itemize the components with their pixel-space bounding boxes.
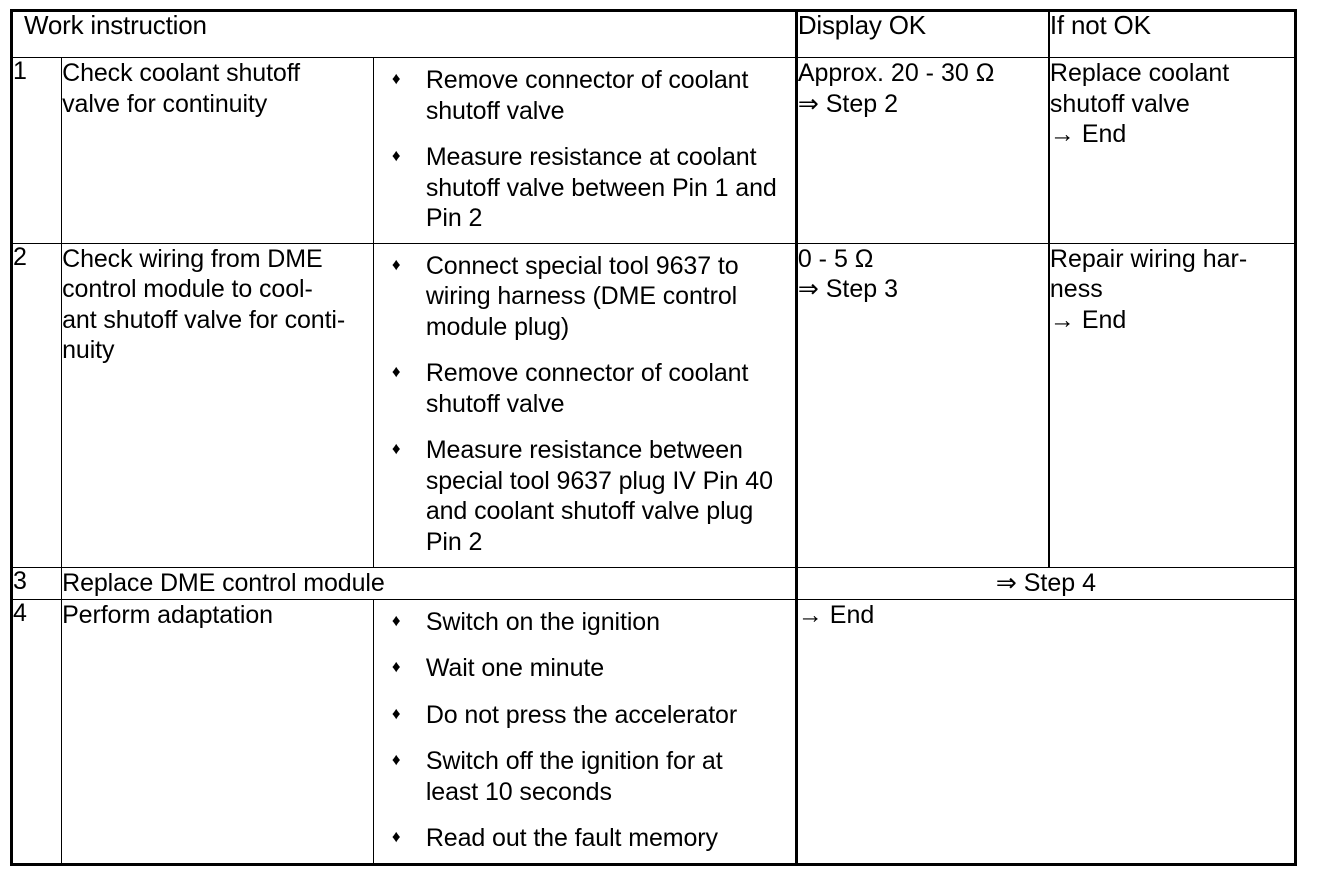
row-if-not-ok-1: Replace coolant shutoff valve → End xyxy=(1047,57,1296,244)
header-work-instruction: Work instruction xyxy=(11,10,797,58)
action-list: ♦ Remove connector of coolant shutoff va… xyxy=(374,58,795,242)
bullet-icon: ♦ xyxy=(391,362,401,382)
action-line: Measure resistance at coolant xyxy=(425,143,757,171)
action-line: Switch on the ignition xyxy=(425,607,660,636)
action-line: Remove connector of coolant xyxy=(425,66,749,94)
task-line: Check coolant shutoff xyxy=(62,59,300,87)
list-item: ♦ Do not press the accelerator xyxy=(374,700,785,731)
row-actions-1: ♦ Remove connector of coolant shutoff va… xyxy=(372,57,797,244)
action-line: Do not press the accelerator xyxy=(425,700,738,729)
row-number-1: 1 xyxy=(10,57,63,244)
list-item: ♦ Remove connector of coolant shutoff va… xyxy=(374,358,785,419)
display-ok-value: Approx. 20 - 30 Ω xyxy=(797,59,995,87)
list-item: ♦ Measure resistance between special too… xyxy=(374,435,785,557)
bullet-icon: ♦ xyxy=(391,610,401,630)
action-line: Wait one minute xyxy=(425,654,605,682)
if-not-ok-next-step: → End xyxy=(1049,120,1127,148)
display-ok-value: 0 - 5 Ω xyxy=(797,244,874,273)
bullet-icon: ♦ xyxy=(391,146,401,165)
work-instruction-table: Work instruction Display OK If not OK 1 … xyxy=(10,9,1297,866)
action-list: ♦ Connect special tool 9637 to wiring ha… xyxy=(374,244,795,566)
header-if-not-ok: If not OK xyxy=(1047,10,1296,58)
action-list: ♦ Switch on the ignition ♦ Wait one minu… xyxy=(374,600,795,862)
bullet-icon: ♦ xyxy=(391,657,401,676)
action-line: wiring harness (DME control xyxy=(425,282,738,311)
row-number-2: 2 xyxy=(10,242,63,568)
row-number-3: 3 xyxy=(10,566,63,600)
action-line: Switch off the ignition for at xyxy=(425,747,723,775)
table-row: 4 Perform adaptation ♦ Switch on the ign… xyxy=(10,598,1297,865)
if-not-ok-line: shutoff valve xyxy=(1049,89,1190,118)
task-line: nuity xyxy=(62,336,115,365)
task-line: ant shutoff valve for conti- xyxy=(62,305,346,334)
table-row: 3 Replace DME control module ⇒ Step 4 xyxy=(10,566,1297,600)
list-item: ♦ Switch off the ignition for at least 1… xyxy=(374,746,785,807)
bullet-icon: ♦ xyxy=(391,827,401,846)
action-line: Pin 2 xyxy=(425,204,483,232)
bullet-icon: ♦ xyxy=(391,439,401,459)
task-line: control module to cool- xyxy=(62,275,313,304)
bullet-icon: ♦ xyxy=(391,254,401,274)
list-item: ♦ Measure resistance at coolant shutoff … xyxy=(374,142,785,234)
row-result-4: → End xyxy=(794,598,1297,865)
work-instruction-table-wrapper: Work instruction Display OK If not OK 1 … xyxy=(10,9,1297,866)
row-display-ok-1: Approx. 20 - 30 Ω ⇒ Step 2 xyxy=(794,57,1050,244)
task-line: Check wiring from DME xyxy=(62,244,323,273)
action-line: shutoff valve xyxy=(425,389,565,418)
action-line: Read out the fault memory xyxy=(425,824,718,852)
list-item: ♦ Remove connector of coolant shutoff va… xyxy=(374,65,785,126)
action-line: shutoff valve xyxy=(425,96,565,125)
action-line: Remove connector of coolant xyxy=(425,359,749,388)
display-ok-next-step: ⇒ Step 2 xyxy=(797,89,898,118)
action-line: module plug) xyxy=(425,312,570,341)
row-display-ok-2: 0 - 5 Ω ⇒ Step 3 xyxy=(794,242,1050,568)
list-item: ♦ Connect special tool 9637 to wiring ha… xyxy=(374,251,785,343)
list-item: ♦ Switch on the ignition xyxy=(374,607,785,638)
list-item: ♦ Read out the fault memory xyxy=(374,823,785,854)
table-row: 2 Check wiring from DME control module t… xyxy=(10,242,1296,568)
action-line: Pin 2 xyxy=(425,527,483,556)
row-if-not-ok-2: Repair wiring har- ness → End xyxy=(1047,242,1296,568)
row-task-4: Perform adaptation xyxy=(61,598,374,865)
if-not-ok-line: ness xyxy=(1049,275,1103,304)
if-not-ok-next-step: → End xyxy=(1049,305,1127,334)
list-item: ♦ Wait one minute xyxy=(374,653,785,684)
action-line: special tool 9637 plug IV Pin 40 xyxy=(425,466,773,495)
row-result-3: ⇒ Step 4 xyxy=(794,566,1297,600)
header-display-ok: Display OK xyxy=(794,10,1050,58)
action-line: Measure resistance between xyxy=(425,436,743,465)
bullet-icon: ♦ xyxy=(391,703,401,723)
row-actions-4: ♦ Switch on the ignition ♦ Wait one minu… xyxy=(372,598,797,865)
task-line: valve for continuity xyxy=(62,89,268,118)
action-line: shutoff valve between Pin 1 and xyxy=(425,173,777,202)
bullet-icon: ♦ xyxy=(391,69,401,88)
row-task-1: Check coolant shutoff valve for continui… xyxy=(61,57,374,244)
action-line: least 10 seconds xyxy=(425,777,612,806)
display-ok-next-step: ⇒ Step 3 xyxy=(797,275,898,304)
table-row: 1 Check coolant shutoff valve for contin… xyxy=(10,57,1296,244)
row-task-3: Replace DME control module xyxy=(61,566,797,600)
action-line: Connect special tool 9637 to xyxy=(425,251,739,280)
table-header-row: Work instruction Display OK If not OK xyxy=(11,10,1296,58)
bullet-icon: ♦ xyxy=(391,750,401,769)
if-not-ok-line: Replace coolant xyxy=(1049,59,1230,87)
row-task-2: Check wiring from DME control module to … xyxy=(61,242,374,568)
action-line: and coolant shutoff valve plug xyxy=(425,497,754,526)
row-actions-2: ♦ Connect special tool 9637 to wiring ha… xyxy=(372,242,797,568)
if-not-ok-line: Repair wiring har- xyxy=(1049,244,1248,273)
row-number-4: 4 xyxy=(10,598,63,865)
